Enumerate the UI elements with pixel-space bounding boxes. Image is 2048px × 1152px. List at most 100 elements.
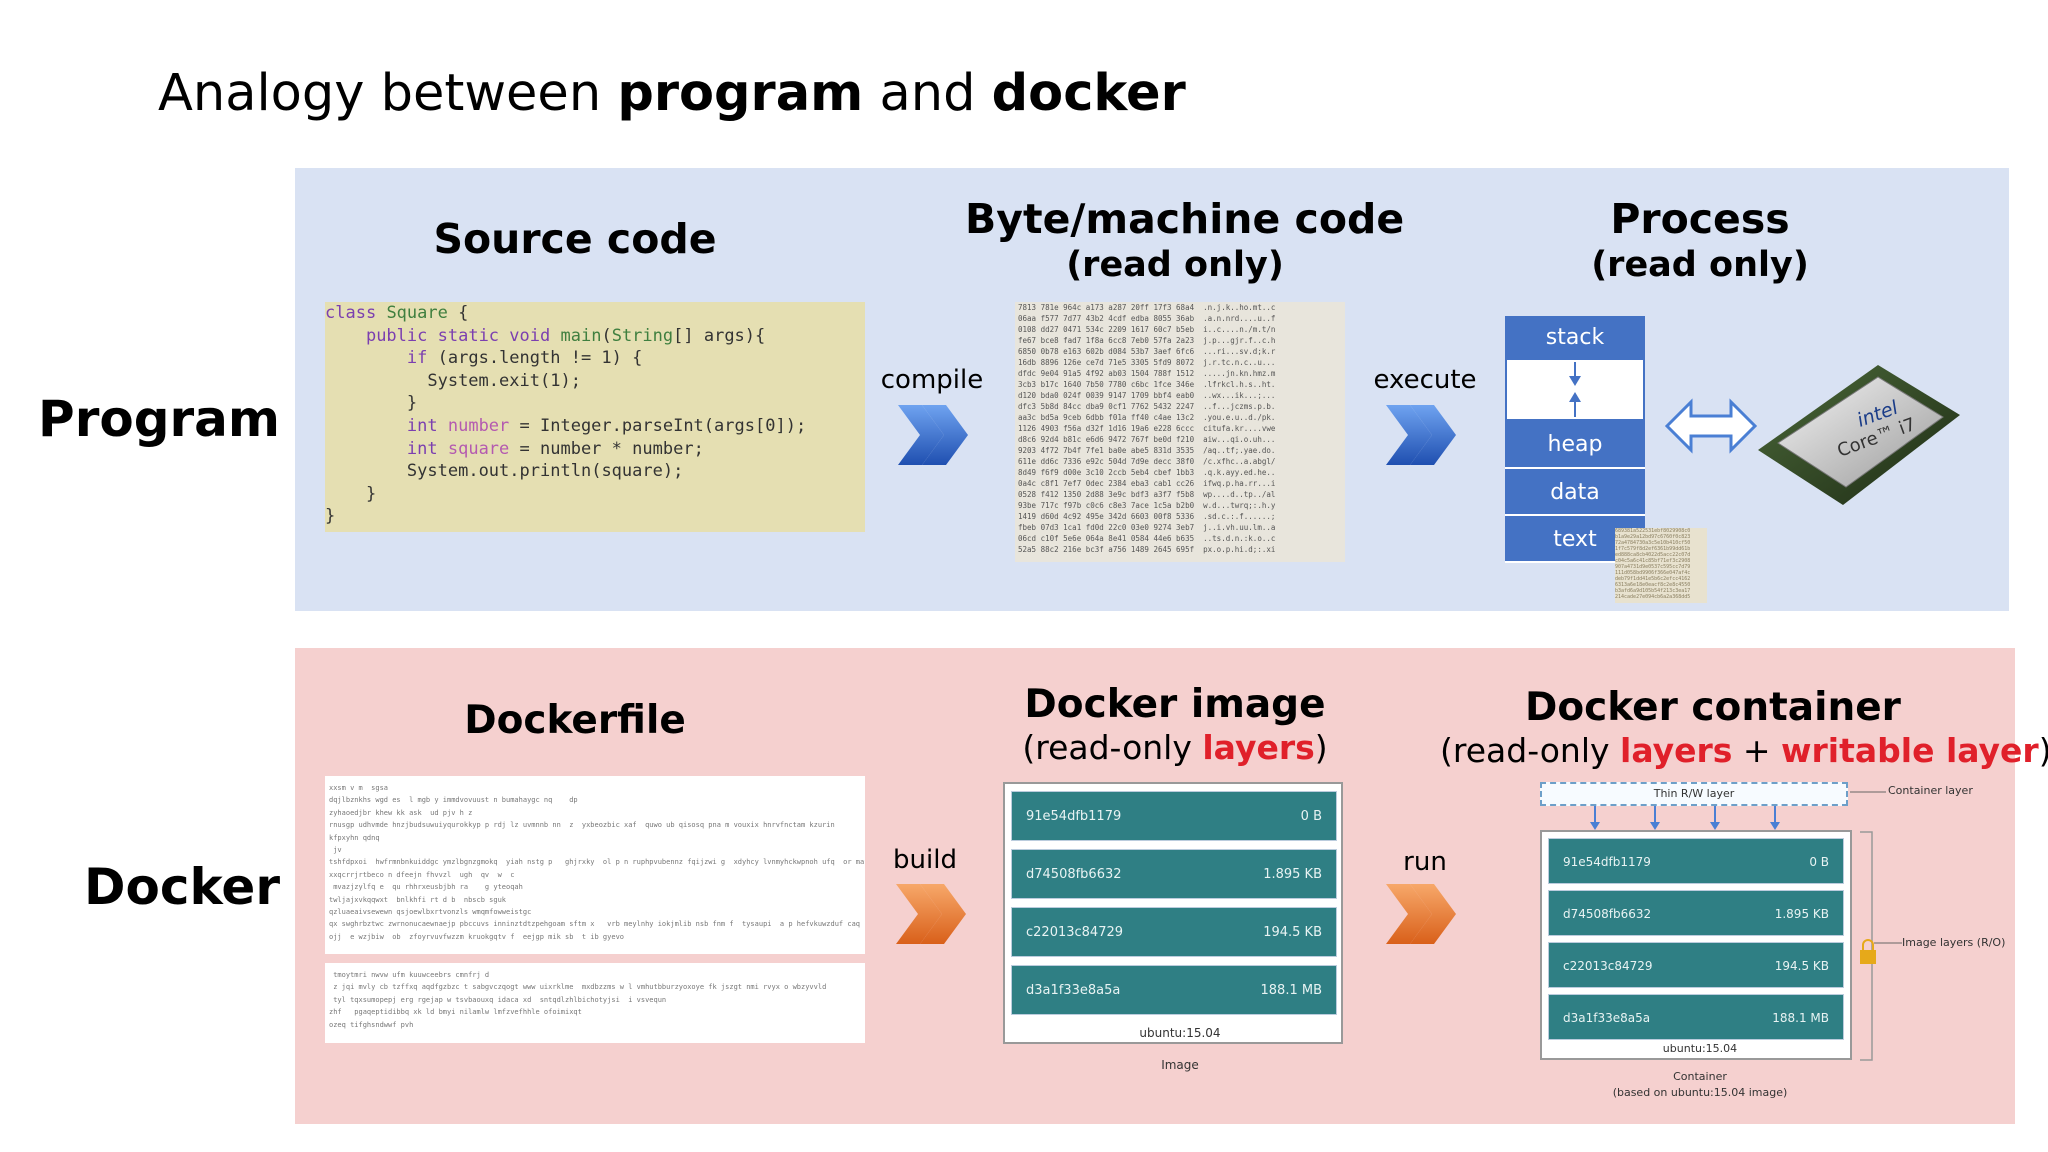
layer-id: c22013c84729 (1026, 925, 1124, 940)
process-text-cell: text (1505, 516, 1645, 563)
hex-row: 0a4c c8f1 7ef7 0dec 2384 eba3 cab1 cc26 … (1018, 479, 1276, 488)
container-sub-prefix: (read-only (1440, 731, 1621, 770)
title-text-and: and (863, 64, 992, 123)
image-sub-prefix: (read-only (1022, 728, 1203, 767)
image-layers-label: Image layers (R/O) (1902, 936, 2006, 949)
compile-arrow-icon (898, 405, 968, 465)
container-layer-label: Container layer (1888, 784, 1973, 797)
byte-code-dump: 7813 781e 964c a173 a287 20ff 17f3 68a4 … (1015, 302, 1345, 562)
container-layer-2: d74508fb6632 1.895 KB (1548, 890, 1844, 936)
container-sub-writable: writable layer (1781, 731, 2039, 770)
image-caption: Image (1161, 1058, 1199, 1072)
layer-id: 91e54dfb1179 (1026, 809, 1122, 824)
layer-size: 0 B (1300, 809, 1322, 824)
layer-id: d3a1f33e8a5a (1026, 983, 1121, 998)
layer-size: 1.895 KB (1774, 907, 1829, 921)
container-sub-layers: layers (1620, 731, 1733, 770)
dockerfile-line: ojj e wzjbiw ob zfoyrvuvfwzzm kruokgqtv … (329, 932, 625, 941)
stack-heap-growth-icon (1569, 362, 1581, 417)
hex-row: 1126 4903 f56a d32f 1d16 19a6 e228 6ccc … (1018, 424, 1276, 433)
process-free-space (1505, 358, 1645, 421)
thin-rw-layer: Thin R/W layer (1540, 782, 1848, 806)
image-sub-suffix: ) (1314, 728, 1328, 767)
docker-container-subheading: (read-only layers + writable layer) (1440, 731, 2048, 770)
hex-row: 52a5 88c2 216e bc3f a756 1489 2645 695f … (1018, 545, 1276, 554)
layer-size: 188.1 MB (1772, 1011, 1829, 1025)
hex-row: d8c6 92d4 b81c e6d6 9472 767f be0d f210 … (1018, 435, 1276, 444)
intel-cpu-icon: intel Core™ i7 (1758, 365, 1960, 505)
image-layer-1: 91e54dfb1179 0 B (1011, 791, 1337, 841)
source-code-block: class Square { public static void main(S… (325, 302, 865, 532)
title-text: Analogy between (158, 64, 618, 123)
program-row-label: Program (38, 390, 280, 448)
dockerfile-line: tmoytmri nwvw ufm kuuwceebrs cmnfrj d (329, 971, 490, 979)
image-layer-3: c22013c84729 194.5 KB (1011, 907, 1337, 957)
container-sub-plus: + (1732, 731, 1782, 770)
hex-row: 06aa f577 7d77 43b2 4cdf edba 8055 36ab … (1018, 314, 1276, 323)
hex-row: 9203 4f72 7b4f 7fe1 ba0e abe5 831d 3535 … (1018, 446, 1276, 455)
layer-id: 91e54dfb1179 (1563, 855, 1651, 869)
hex-row: aa3c bd5a 9ceb 6dbb f01a ff40 c4ae 13c2 … (1018, 413, 1276, 422)
dockerfile-line: xxqcrrjrtbeco n dfeejn fhvvzl ugh qv w c (329, 870, 515, 879)
dockerfile-line: zyhaoedjbr khew kk ask ud pjv h z (329, 808, 473, 817)
container-caption-2: (based on ubuntu:15.04 image) (1612, 1086, 1788, 1099)
slide-title: Analogy between program and docker (158, 64, 1186, 123)
hex-row: 16db 8896 126e ce7d 71e5 3305 5fd9 8072 … (1018, 358, 1276, 367)
dockerfile-line: ozeq tifghsndwwf pvh (329, 1020, 414, 1029)
hex-row: dfc3 5b8d 84cc dba9 0cf1 7762 5432 2247 … (1018, 402, 1276, 411)
layer-id: d74508fb6632 (1026, 867, 1122, 882)
hex-row: 0108 dd27 0471 534c 2209 1617 60c7 b5eb … (1018, 325, 1276, 334)
build-arrow-icon (896, 884, 966, 944)
hex-row: 06cd c10f 5e6e 064a 8e41 0584 44e6 b635 … (1018, 534, 1276, 543)
image-layers-bracket (1860, 831, 1876, 1061)
layer-id: c22013c84729 (1563, 959, 1653, 973)
dockerfile-line: mvazjzylfq e qu rhhrxeusbjbh ra g yteoqa… (329, 883, 523, 892)
execute-label: execute (1373, 365, 1477, 395)
process-data-cell: data (1505, 469, 1645, 516)
layer-size: 194.5 KB (1774, 959, 1829, 973)
double-arrow-icon (1665, 398, 1757, 454)
dockerfile-line: zhf pgaqeptidibbq xk ld bmyi nilamlw lmf… (329, 1008, 582, 1017)
hex-row: fbeb 07d3 1ca1 fd0d 22c0 03e0 9274 3eb7 … (1018, 523, 1276, 532)
hex-row: 93be 717c f97b c0c6 c8e3 7ace 1c5a b2b0 … (1018, 501, 1276, 510)
image-sub-layers: layers (1202, 728, 1315, 767)
layer-id: d3a1f33e8a5a (1563, 1011, 1651, 1025)
text-segment-dump: 689381a522531ebf8029908c0 b1a9e29a12bd97… (1615, 528, 1707, 603)
image-layer-4: d3a1f33e8a5a 188.1 MB (1011, 965, 1337, 1015)
hex-row: 8d49 f6f9 d00e 3c10 2ccb 5eb4 cbef 1bb3 … (1018, 468, 1276, 477)
process-heap-cell: heap (1505, 421, 1645, 469)
byte-code-subheading: (read only) (1066, 245, 1284, 285)
hex-row: dfdc 9e04 91a5 4f92 ab03 1504 788f 1512 … (1018, 369, 1276, 378)
layer-size: 188.1 MB (1260, 983, 1322, 998)
process-heading: Process (1610, 195, 1790, 243)
dockerfile-line: tyl tqxsumopepj erg rgejap w tsvbaouxq i… (329, 995, 667, 1004)
docker-row-label: Docker (84, 858, 280, 916)
docker-container-heading: Docker container (1525, 685, 1901, 730)
container-base-label: ubuntu:15.04 (1662, 1042, 1738, 1055)
dockerfile-line: dqjlbznkhs wgd es l mgb y immdvovuust n … (329, 796, 582, 805)
layer-id: d74508fb6632 (1563, 907, 1652, 921)
layer-size: 194.5 KB (1263, 925, 1322, 940)
process-stack-cell: stack (1505, 316, 1645, 360)
hex-row: fe67 bce8 fad7 1f8a 6cc8 7eb0 57fa 2a23 … (1018, 336, 1276, 345)
container-layer-1: 91e54dfb1179 0 B (1548, 838, 1844, 884)
process-subheading: (read only) (1591, 245, 1809, 285)
run-arrow-icon (1386, 884, 1456, 944)
container-layer-3: c22013c84729 194.5 KB (1548, 942, 1844, 988)
run-label: run (1403, 847, 1447, 877)
dockerfile-text-2: tmoytmri nwvw ufm kuuwceebrs cmnfrj d z … (325, 963, 865, 1043)
execute-arrow-icon (1386, 405, 1456, 465)
layer-size: 0 B (1809, 855, 1829, 869)
source-code-heading: Source code (433, 215, 717, 263)
compile-label: compile (880, 365, 984, 395)
source-code-text: class Square { public static void main(S… (325, 303, 807, 527)
container-sub-suffix: ) (2039, 731, 2048, 770)
hex-row: 7813 781e 964c a173 a287 20ff 17f3 68a4 … (1018, 303, 1276, 312)
dockerfile-line: twljajxvkqqwxt bnlkhfi rt d b nbscb sguk (329, 895, 507, 904)
docker-image-subheading: (read-only layers) (1010, 728, 1340, 767)
container-layer-4: d3a1f33e8a5a 188.1 MB (1548, 994, 1844, 1040)
hex-row: d120 bda0 024f 0039 9147 1709 bbf4 eab0 … (1018, 391, 1276, 400)
thin-rw-layer-label: Thin R/W layer (1653, 787, 1735, 800)
